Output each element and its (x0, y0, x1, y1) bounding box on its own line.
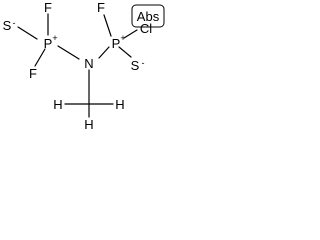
atom-p1-charge: + (52, 33, 57, 43)
atom-s1-charge: - (13, 18, 16, 28)
atom-p2-charge: + (120, 33, 125, 43)
abs-logo-text: Abs (137, 9, 160, 24)
atom-f2: F (29, 66, 37, 81)
bond-f2-p1 (34, 48, 46, 67)
bond-p2-s2 (118, 46, 132, 58)
atom-f1: F (44, 0, 52, 15)
atom-p1: P (44, 36, 53, 51)
atom-s2-charge: - (142, 58, 145, 68)
bond-f3-p2 (103, 14, 112, 37)
atom-h3: H (84, 117, 93, 132)
bond-s1-p1 (17, 26, 38, 40)
atom-n: N (84, 56, 93, 71)
atom-h2: H (115, 97, 124, 112)
atom-cl: Cl (140, 21, 152, 36)
bond-p1-n (57, 45, 80, 60)
molecule-structure: Abs S - F P + F N F P + Cl S - C H H H (3, 0, 165, 132)
atom-h1: H (53, 97, 62, 112)
atom-s2: S (131, 58, 140, 73)
atom-s1: S (3, 18, 12, 33)
atom-f3: F (97, 0, 105, 15)
atom-p2: P (112, 36, 121, 51)
bond-n-p2 (98, 46, 110, 59)
abs-logo: Abs (131, 4, 165, 28)
bond-p2-cl (123, 29, 138, 39)
